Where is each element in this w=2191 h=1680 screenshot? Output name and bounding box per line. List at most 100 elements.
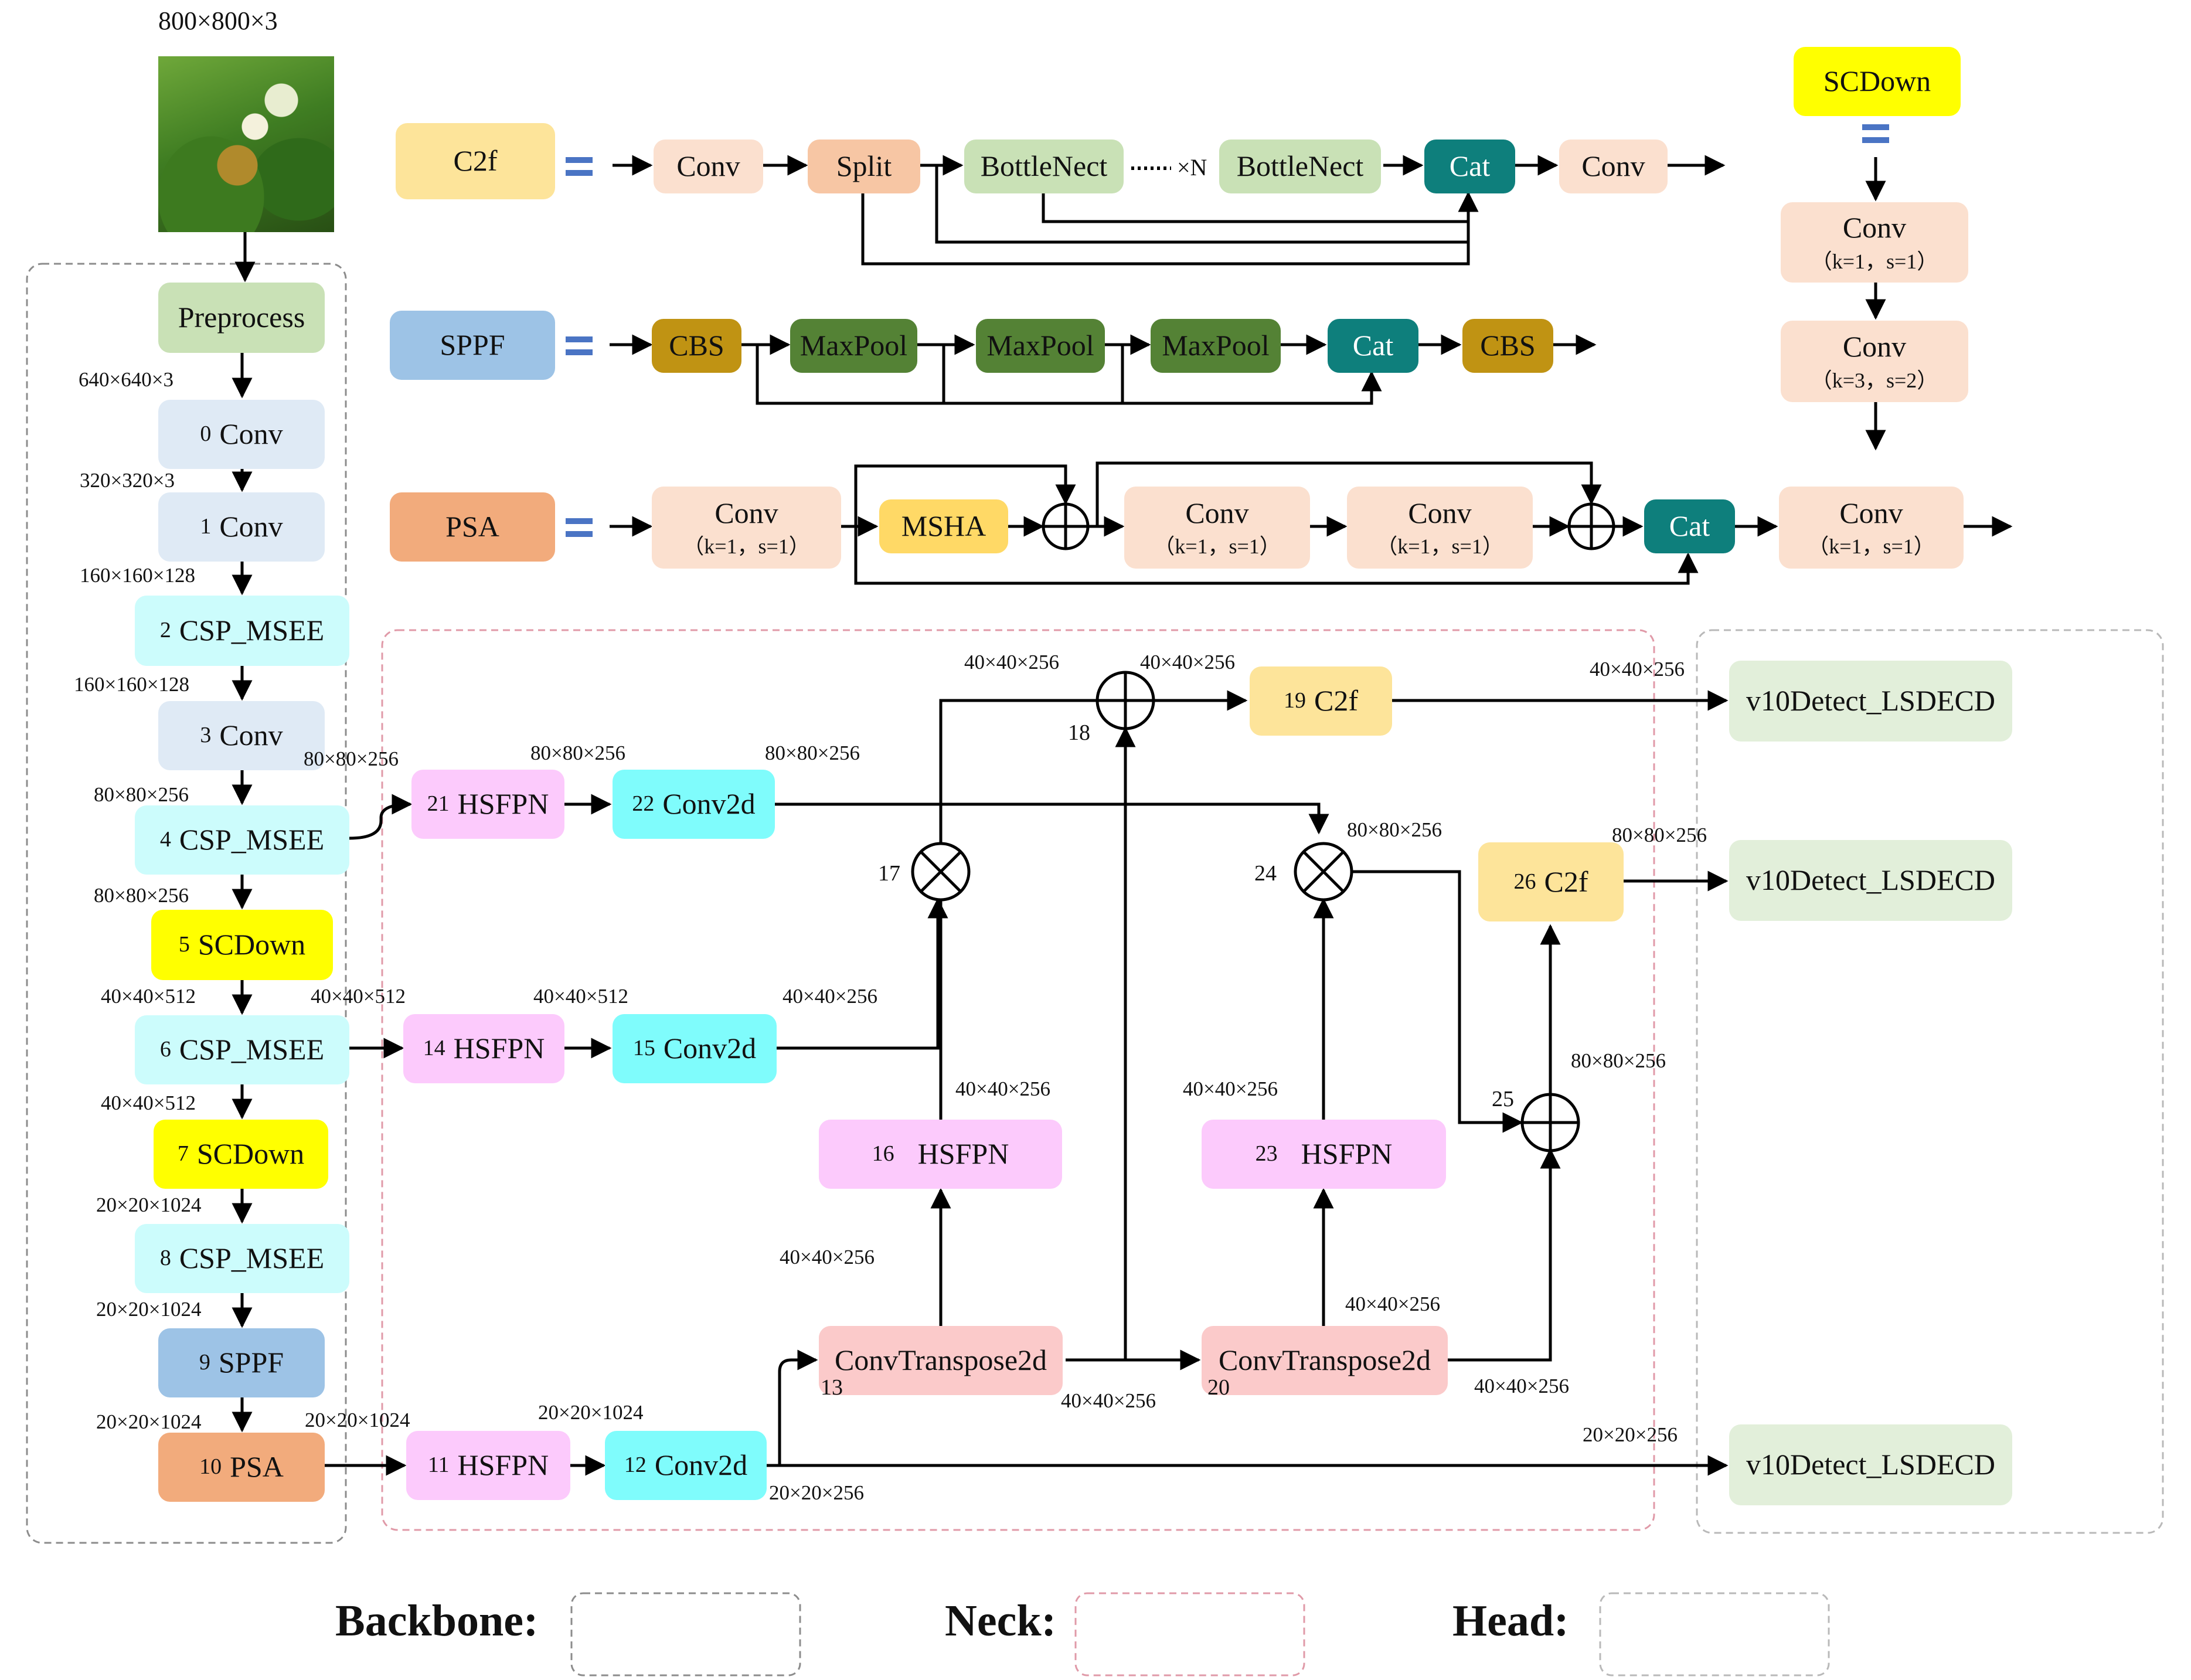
dim-label: 40×40×512 bbox=[101, 985, 196, 1008]
add-op-psa-1 bbox=[1042, 502, 1090, 550]
head-frame bbox=[1696, 629, 2164, 1534]
legend-head-swatch bbox=[1599, 1592, 1830, 1676]
dim-label: 40×40×256 bbox=[1140, 651, 1235, 674]
c2f-split: Split bbox=[808, 140, 920, 193]
psa-msha: MSHA bbox=[879, 499, 1008, 553]
c2f-def-title: C2f bbox=[396, 123, 555, 199]
dim-label: 40×40×512 bbox=[101, 1091, 196, 1114]
equals-icon bbox=[566, 157, 593, 176]
dim-label: 40×40×256 bbox=[1474, 1375, 1569, 1397]
dim-label: 80×80×256 bbox=[1612, 824, 1707, 846]
node-index-13: 13 bbox=[821, 1375, 843, 1400]
c2f-conv-1: Conv bbox=[654, 140, 763, 193]
scdown-conv-2: Conv（k=3，s=2） bbox=[1781, 321, 1968, 402]
dim-label: 80×80×256 bbox=[530, 742, 625, 764]
dim-label: 40×40×256 bbox=[1183, 1077, 1278, 1100]
dim-label: 20×20×1024 bbox=[96, 1193, 202, 1216]
add-op-18 bbox=[1096, 671, 1155, 730]
psa-conv-3: Conv（k=1，s=1） bbox=[1347, 487, 1533, 569]
input-photo bbox=[158, 56, 334, 232]
dim-label: 40×40×256 bbox=[955, 1077, 1050, 1100]
dim-label: 20×20×1024 bbox=[96, 1298, 202, 1321]
c2f-bottleneck-1: BottleNect bbox=[964, 140, 1124, 193]
dim-label: 160×160×128 bbox=[80, 564, 195, 587]
legend-head-label: Head: bbox=[1452, 1596, 1569, 1645]
equals-icon bbox=[566, 518, 593, 537]
psa-conv-4: Conv（k=1，s=1） bbox=[1779, 487, 1964, 569]
dim-label: 320×320×3 bbox=[80, 469, 175, 492]
psa-cat: Cat bbox=[1644, 499, 1735, 553]
dim-label: 40×40×256 bbox=[780, 1246, 875, 1268]
mul-op-24 bbox=[1294, 842, 1353, 902]
dim-label: 40×40×256 bbox=[964, 651, 1059, 674]
dim-label: 80×80×256 bbox=[1347, 818, 1442, 841]
sppf-def-title: SPPF bbox=[390, 311, 555, 380]
sppf-cbs-1: CBS bbox=[652, 319, 741, 373]
head-detect-20: v10Detect_LSDECD bbox=[1729, 1424, 2012, 1505]
neck-13-convtranspose2d: ConvTranspose2d bbox=[819, 1326, 1063, 1395]
dim-label: 80×80×256 bbox=[765, 742, 860, 764]
dim-label: 40×40×256 bbox=[782, 985, 877, 1008]
dim-label: 40×40×512 bbox=[533, 985, 628, 1008]
dim-label: 40×40×256 bbox=[1061, 1389, 1156, 1412]
op-label-25: 25 bbox=[1492, 1087, 1514, 1111]
psa-conv-2: Conv（k=1，s=1） bbox=[1124, 487, 1310, 569]
dim-label: 20×20×1024 bbox=[96, 1410, 202, 1433]
scdown-def-title: SCDown bbox=[1794, 47, 1961, 116]
preprocess-box: Preprocess bbox=[158, 283, 325, 353]
backbone-frame bbox=[26, 263, 347, 1544]
sppf-maxpool-2: MaxPool bbox=[976, 319, 1105, 373]
add-op-psa-2 bbox=[1567, 502, 1615, 550]
dim-label: 20×20×1024 bbox=[305, 1409, 410, 1431]
dim-label: 160×160×128 bbox=[74, 673, 189, 696]
head-detect-40: v10Detect_LSDECD bbox=[1729, 661, 2012, 742]
equals-icon bbox=[1862, 124, 1889, 143]
mul-op-17 bbox=[911, 842, 971, 902]
dim-label: 80×80×256 bbox=[1571, 1049, 1666, 1072]
legend-backbone-swatch bbox=[570, 1592, 801, 1676]
sppf-cat: Cat bbox=[1328, 319, 1418, 373]
c2f-conv-2: Conv bbox=[1559, 140, 1668, 193]
c2f-cat: Cat bbox=[1424, 140, 1515, 193]
op-label-24: 24 bbox=[1254, 861, 1277, 886]
add-op-25 bbox=[1520, 1093, 1580, 1152]
equals-icon bbox=[566, 336, 593, 355]
psa-conv-1: Conv（k=1，s=1） bbox=[652, 487, 841, 569]
scdown-conv-1: Conv（k=1，s=1） bbox=[1781, 202, 1968, 283]
neck-frame bbox=[381, 629, 1655, 1531]
input-size-label: 800×800×3 bbox=[158, 6, 278, 35]
dim-label: 80×80×256 bbox=[94, 884, 189, 907]
dim-label: 20×20×1024 bbox=[538, 1401, 644, 1424]
sppf-maxpool-1: MaxPool bbox=[790, 319, 917, 373]
repeat-n-label: ×N bbox=[1177, 154, 1207, 181]
c2f-bottleneck-2: BottleNect bbox=[1219, 140, 1381, 193]
dim-label: 640×640×3 bbox=[79, 368, 173, 391]
legend-neck-swatch bbox=[1074, 1592, 1305, 1676]
dim-label: 40×40×256 bbox=[1345, 1293, 1440, 1315]
dim-label: 40×40×256 bbox=[1590, 658, 1685, 681]
head-detect-80: v10Detect_LSDECD bbox=[1729, 840, 2012, 921]
op-label-18: 18 bbox=[1068, 720, 1090, 745]
legend-neck-label: Neck: bbox=[945, 1596, 1056, 1645]
